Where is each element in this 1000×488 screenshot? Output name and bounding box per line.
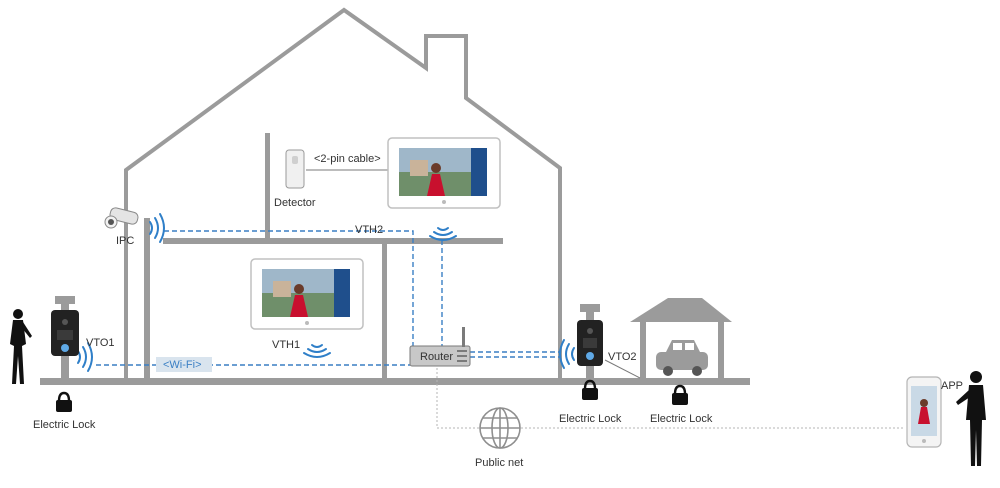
wifi-wave-icon-vto2 <box>559 339 575 369</box>
padlock-icon-garage <box>672 384 688 405</box>
wifi-wave-icon-ipc <box>149 213 165 243</box>
public-net-line <box>436 368 905 429</box>
wifi-wave-icon-vth1 <box>303 344 331 358</box>
globe-icon <box>479 407 521 449</box>
detector-wall <box>265 133 270 240</box>
person-silhouette-icon-right <box>956 371 986 466</box>
smartphone-icon <box>906 376 942 448</box>
person-silhouette-icon-left <box>10 309 32 384</box>
garage <box>630 298 732 382</box>
house-outline <box>124 7 562 385</box>
left-inner-wall <box>144 218 150 380</box>
wifi-wave-icon-vth2 <box>429 227 457 241</box>
electric-lock-left-label: Electric Lock <box>33 419 96 431</box>
vto2-door-station <box>577 304 603 384</box>
vth1-monitor <box>250 258 364 330</box>
garage-car-icon <box>656 340 708 376</box>
middle-wall <box>382 244 387 380</box>
ipc-camera-icon <box>104 207 139 229</box>
vth2-label: VTH2 <box>355 224 383 236</box>
router-label: Router <box>420 351 453 363</box>
vth2-monitor <box>387 137 501 209</box>
network-cables <box>96 230 560 366</box>
upper-floor-slab <box>163 238 503 244</box>
padlock-icon-vto2 <box>582 379 598 400</box>
detector-icon <box>285 149 305 189</box>
vto1-label: VTO1 <box>86 337 115 349</box>
app-label: APP <box>941 380 963 392</box>
electric-lock-garage-label: Electric Lock <box>650 413 713 425</box>
electric-lock-vto2-label: Electric Lock <box>559 413 622 425</box>
router-device: Router <box>409 327 471 367</box>
two-pin-cable-label: <2-pin cable> <box>314 153 381 165</box>
vto2-label: VTO2 <box>608 351 637 363</box>
vto1-door-station <box>51 296 79 384</box>
vto2-lock-wire <box>604 359 641 379</box>
wifi-label-box: <Wi-Fi> <box>156 357 212 372</box>
ground-floor-line <box>40 378 750 385</box>
detector-label: Detector <box>274 197 316 209</box>
public-net-label: Public net <box>475 457 523 469</box>
padlock-icon-left <box>56 391 72 412</box>
ipc-label: IPC <box>116 235 134 247</box>
wifi-label: <Wi-Fi> <box>163 359 202 371</box>
vth1-label: VTH1 <box>272 339 300 351</box>
